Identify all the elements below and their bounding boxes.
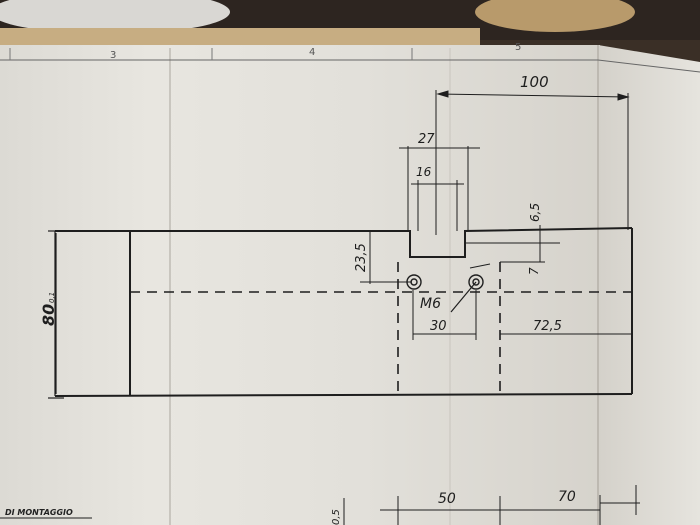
- dim-step-height: [360, 232, 412, 284]
- dim-block-height-label: 80: [39, 304, 58, 326]
- dim-bottom-spacing: [380, 496, 600, 525]
- dim-step-height-label: 23,5: [354, 243, 369, 272]
- photo-background: [0, 0, 700, 50]
- dim-bottom-small-label: 0,5: [331, 509, 342, 525]
- grid-number-4: 4: [309, 47, 315, 58]
- dim-slot-outer-label: 27: [418, 132, 435, 147]
- thread-leader: [450, 281, 477, 313]
- thread-leader-tick: [469, 263, 491, 269]
- dim-hole-spacing-label: 30: [430, 319, 447, 334]
- part-outline: [54, 227, 633, 397]
- center-lines: [130, 262, 632, 396]
- dim-block-height-tolerance: 0,1: [48, 292, 56, 303]
- dim-hole-spacing: [412, 290, 477, 340]
- dim-small-offset-label: 7: [527, 267, 541, 275]
- corner-note: DI MONTAGGIO: [5, 508, 73, 517]
- grid-number-5: 5: [515, 42, 521, 53]
- dim-slot-inner: [411, 180, 464, 231]
- grid-number-3: 3: [110, 50, 116, 61]
- paper-sheet: [0, 45, 700, 525]
- dim-bottom-right: [599, 485, 640, 525]
- dim-block-height: [48, 230, 64, 399]
- dim-slot-outer: [399, 146, 480, 231]
- hole-right: [468, 274, 484, 290]
- dim-overall-width: [435, 90, 630, 235]
- dim-bottom-right-label: 70: [558, 489, 576, 505]
- dim-overall-width-label: 100: [520, 73, 549, 91]
- dim-slot-depth: [465, 225, 560, 262]
- thread-label: M6: [420, 296, 441, 312]
- dim-slot-inner-label: 16: [416, 165, 432, 179]
- dim-bottom-spacing-label: 50: [438, 491, 456, 507]
- dim-slot-depth-label: 6,5: [528, 203, 542, 222]
- dim-hole-to-edge-label: 72,5: [533, 319, 562, 334]
